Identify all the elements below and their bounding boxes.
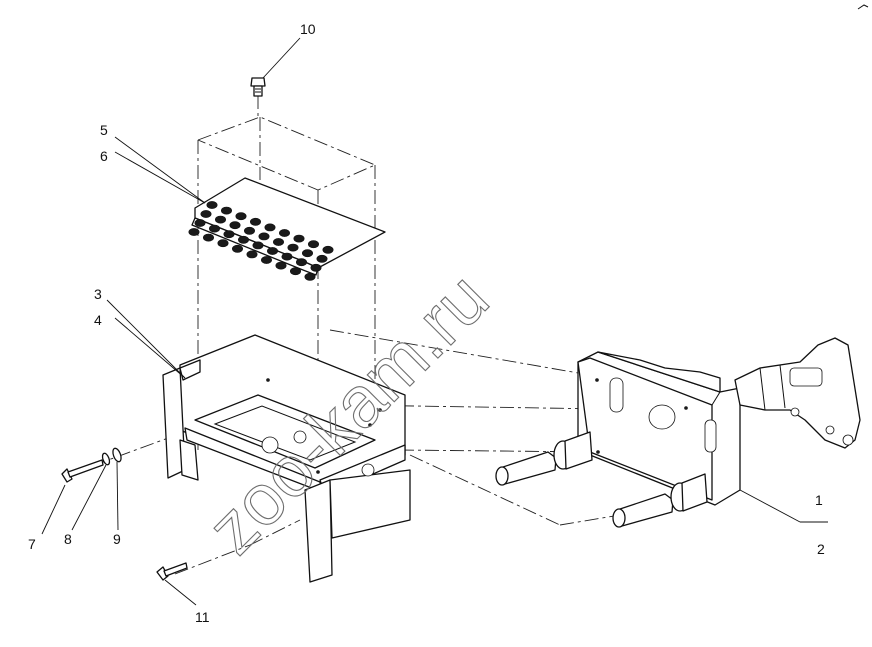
corner-mark (857, 4, 869, 10)
perforation-hole (232, 244, 244, 253)
perforation-hole (188, 228, 200, 236)
perforation-hole (289, 267, 301, 276)
perforation-hole (194, 219, 206, 227)
step-plate-holes (188, 201, 334, 281)
perforation-hole (258, 232, 270, 241)
callout-11: 10 (300, 21, 316, 37)
perforation-hole (246, 250, 258, 259)
callout-7: 7 (28, 536, 36, 552)
perforation-hole (287, 243, 299, 252)
perforation-hole (215, 215, 227, 224)
perforation-hole (221, 206, 233, 215)
perforation-hole (295, 258, 307, 267)
perforation-hole (209, 224, 221, 233)
perforation-hole (206, 201, 218, 209)
callouts: 10 5 6 3 4 7 8 9 11 1 2 (28, 21, 825, 625)
perforation-hole (260, 256, 272, 264)
perforation-hole (278, 229, 290, 237)
battery-box (162, 334, 411, 583)
callout-10: 11 (195, 609, 210, 625)
callout-8: 8 (64, 531, 72, 547)
callout-3: 3 (94, 286, 102, 302)
perforation-hole (281, 252, 293, 261)
flat-washer-9 (112, 447, 122, 463)
step-plate (188, 177, 386, 281)
mounting-bracket (495, 337, 861, 528)
perforation-hole (316, 254, 328, 263)
perforation-hole (223, 230, 235, 239)
perforation-hole (275, 261, 287, 270)
perforation-hole (244, 226, 256, 235)
perforation-hole (200, 210, 212, 218)
lock-washer-8 (101, 452, 111, 466)
callout-4: 4 (94, 312, 102, 328)
perforation-hole (203, 233, 215, 242)
perforation-hole (310, 263, 322, 272)
perforation-hole (266, 247, 278, 255)
callout-1: 1 (815, 492, 823, 508)
perforation-hole (235, 212, 247, 221)
perforation-hole (238, 235, 250, 244)
perforation-hole (217, 239, 229, 248)
bolt-10 (156, 562, 188, 581)
perforation-hole (293, 234, 305, 243)
perforation-hole (229, 221, 241, 230)
perforation-hole (250, 217, 262, 226)
perforation-hole (252, 241, 264, 250)
perforation-hole (304, 272, 316, 281)
perforation-hole (272, 238, 284, 246)
perforation-hole (301, 249, 313, 258)
callout-6: 6 (100, 148, 108, 164)
callout-5: 5 (100, 122, 108, 138)
leader-lines (41, 37, 828, 606)
callout-2: 2 (817, 541, 825, 557)
bolt-11 (250, 77, 266, 97)
perforation-hole (307, 240, 319, 249)
bolt-7 (61, 459, 104, 483)
perforation-hole (264, 223, 276, 232)
callout-9: 9 (113, 531, 121, 547)
perforation-hole (322, 245, 334, 254)
